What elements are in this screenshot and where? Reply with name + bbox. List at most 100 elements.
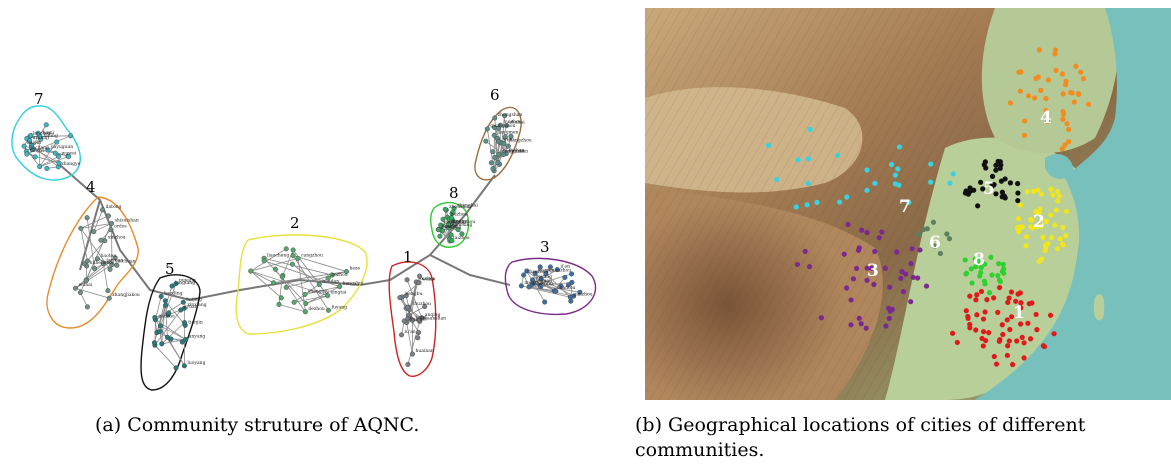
node [490,166,496,172]
city-dot [915,275,921,281]
node [495,160,501,166]
city-dots-community-4 [1007,47,1092,152]
city-dot [977,179,984,185]
city-dot [949,330,956,336]
city-dot [999,322,1005,328]
city-dot [855,247,862,253]
edge [286,271,347,288]
node [562,274,568,280]
node [440,216,446,222]
node [152,315,158,321]
city-dot [1025,93,1032,99]
node [178,307,184,313]
city-dot [996,284,1003,291]
city-dot [863,325,869,331]
community-label-7: 7 [34,90,44,108]
node-label: jiayuguan [50,144,73,150]
edge [154,344,177,369]
node-label: jiaxing [440,224,456,230]
city-dot [1060,111,1067,117]
city-dot [1004,352,1010,359]
node [283,284,289,290]
node [483,138,489,144]
node-label: jieyang [535,274,553,280]
edge [293,277,329,303]
community-hull-5 [140,274,201,391]
city-dot [991,353,997,360]
geographic-map: 4 5 7 2 6 8 3 1 [645,8,1171,400]
city-dot [996,261,1002,267]
city-dot [915,231,922,237]
city-dot [908,260,914,267]
node [409,317,415,323]
city-dot [928,179,934,185]
city-dot [1051,331,1057,337]
edge [305,286,340,304]
city-dot [954,339,960,346]
node [543,271,549,277]
city-dot [900,289,907,295]
taiwan-island [1093,294,1105,321]
edge [102,263,109,291]
city-dot [980,186,986,192]
node [496,139,502,145]
city-dot [1045,241,1051,247]
city-dots-community-6 [915,219,953,257]
city-dot [896,144,902,150]
community-label-2: 2 [290,214,300,232]
city-dot [765,142,772,148]
node-label: cangzhou [301,252,323,258]
node-label: ji'an [559,264,570,270]
city-dot [848,322,854,328]
node [484,126,490,132]
city-dot [962,257,968,263]
city-dot [1040,234,1046,241]
edge [304,286,340,295]
city-dot [946,236,953,242]
city-dot [872,248,878,255]
node [518,283,524,289]
city-dot [1021,355,1027,361]
city-dot [903,271,909,277]
city-dot [1054,246,1060,252]
node-label: luoyang [187,360,205,366]
node-label: fuyang [331,304,347,310]
city-dot [805,180,811,186]
city-dot [910,274,916,280]
node-label: xinxiang [187,302,206,308]
city-dot [1054,188,1061,195]
node-label: dingxi [30,148,45,154]
city-dot [1085,101,1092,107]
city-dot [1017,202,1023,208]
city-dot [974,312,980,318]
node-label: dongguan [502,148,525,154]
node [54,139,60,145]
city-dot [974,292,980,298]
city-dot [1004,317,1010,323]
city-dots-community-7 [765,126,956,210]
node [112,255,118,261]
city-dot [1055,198,1061,204]
city-dot [818,315,824,321]
node [553,288,559,294]
city-dot [1000,266,1007,272]
city-dot [1048,212,1054,218]
node [459,231,465,237]
edge [75,263,104,289]
node [78,225,84,231]
node [492,154,498,160]
city-dot [967,325,973,331]
city-dot [920,226,927,233]
city-dots-community-5 [962,158,1021,209]
city-dot [795,157,801,163]
node-label: lu'an [405,329,416,335]
node [492,115,498,121]
city-dot [1053,67,1059,73]
city-dot [937,250,943,257]
city-dot [968,266,974,272]
node [73,285,79,291]
node-label: jiaozuo [157,314,174,320]
node-label: nanjing [444,224,461,230]
node-label: datong [106,204,122,210]
node [508,133,514,139]
